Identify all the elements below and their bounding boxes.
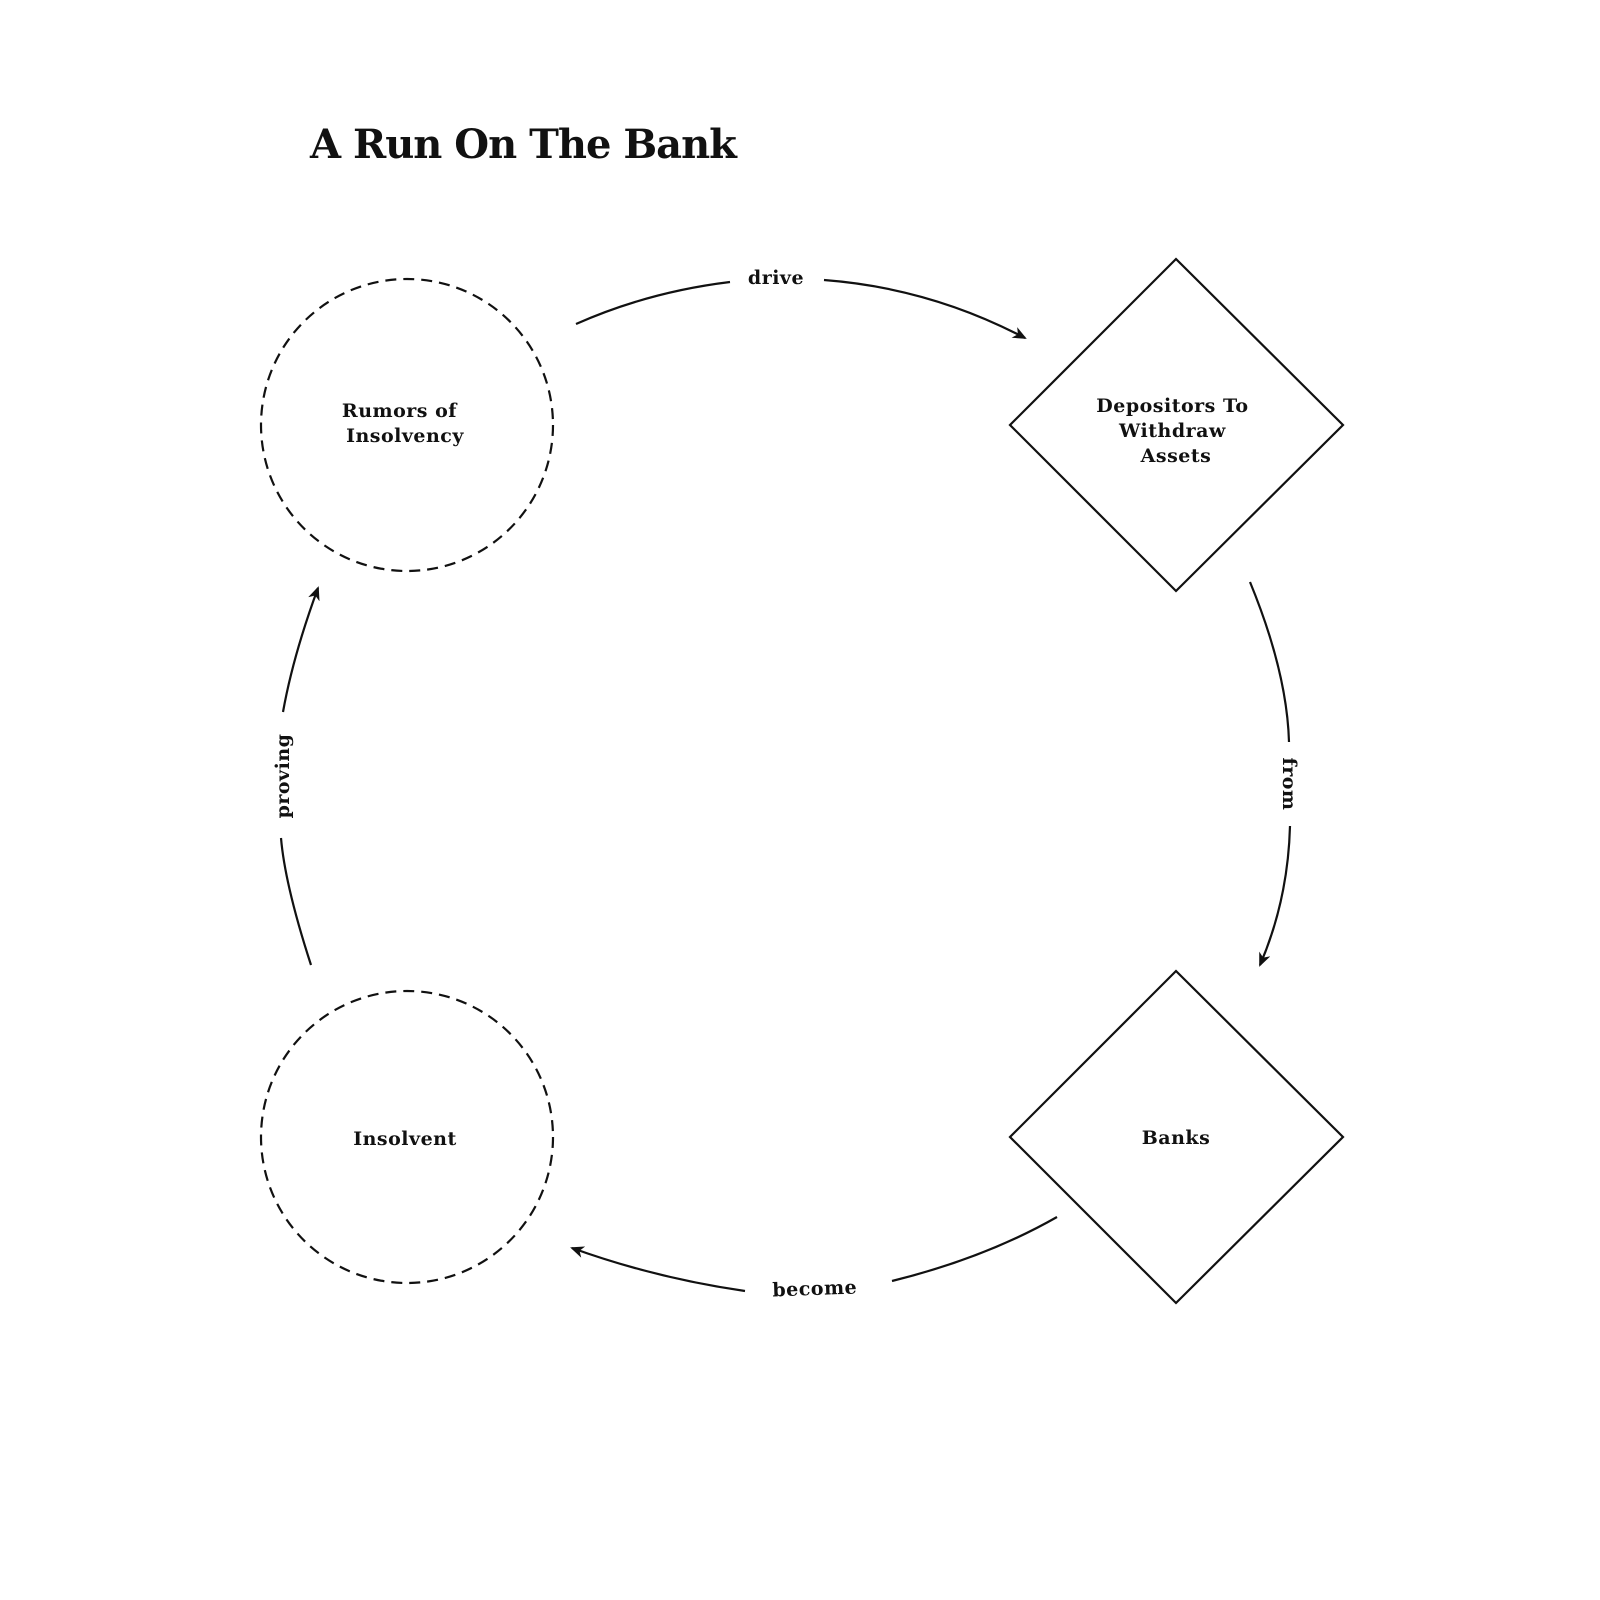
edge-become-label: become: [772, 1277, 858, 1302]
edge-from-label: from: [1278, 758, 1300, 811]
edge-drive: drive: [575, 267, 1027, 339]
node-banks-diamond: [1008, 969, 1345, 1305]
edge-proving-arrow: [281, 586, 320, 713]
edge-proving-line-start: [279, 837, 313, 966]
node-depositors-label: Depositors To Withdraw Assets: [1096, 395, 1255, 467]
node-depositors-to-withdraw-assets: Depositors To Withdraw Assets: [1008, 257, 1345, 593]
node-insolvent-label: Insolvent: [353, 1128, 457, 1150]
node-insolvent-circle: [259, 989, 555, 1285]
edge-become: become: [570, 1216, 1058, 1302]
node-depositors-label-line-2: Withdraw: [1118, 420, 1226, 442]
edge-drive-arrow: [823, 278, 1027, 339]
node-rumors-of-insolvency: Rumors of Insolvency: [259, 277, 555, 573]
node-rumors-circle: [259, 277, 555, 573]
node-rumors-label-line-2: Insolvency: [346, 425, 464, 447]
edge-from-arrow: [1258, 825, 1292, 967]
node-depositors-diamond: [1008, 257, 1345, 593]
node-rumors-label-line-1: Rumors of: [342, 400, 458, 422]
node-insolvent: Insolvent: [259, 989, 555, 1285]
edge-proving-label: proving: [272, 734, 294, 819]
edge-drive-label: drive: [748, 267, 804, 289]
node-depositors-label-line-3: Assets: [1140, 445, 1212, 467]
edge-from: from: [1248, 581, 1300, 967]
edge-from-line-start: [1248, 581, 1291, 743]
edge-become-line-start: [891, 1216, 1058, 1283]
node-depositors-label-line-1: Depositors To: [1096, 395, 1248, 417]
diagram-title: A Run On The Bank: [309, 121, 738, 168]
node-banks: Banks: [1008, 969, 1345, 1305]
edge-become-arrow: [570, 1246, 746, 1293]
edge-proving: proving: [272, 586, 320, 966]
edge-drive-line-start: [575, 280, 731, 326]
node-rumors-label: Rumors of Insolvency: [342, 400, 464, 447]
node-banks-label: Banks: [1142, 1127, 1211, 1149]
